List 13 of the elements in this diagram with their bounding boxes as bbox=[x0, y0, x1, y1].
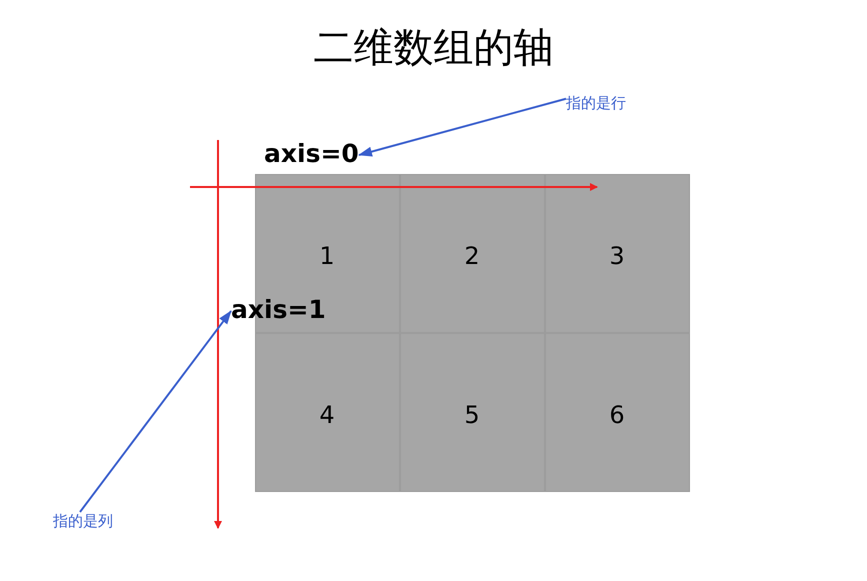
cell-value: 4 bbox=[319, 400, 335, 431]
cell-value: 5 bbox=[464, 400, 480, 431]
note-text: 指的是行 bbox=[566, 94, 626, 113]
cell-value: 3 bbox=[609, 241, 625, 272]
leader-arrow bbox=[79, 310, 232, 513]
title: 二维数组的轴 bbox=[314, 24, 554, 73]
cell-value: 1 bbox=[319, 241, 335, 272]
axis-label: axis=1 bbox=[231, 294, 326, 326]
cell-value: 2 bbox=[464, 241, 480, 272]
cell-value: 6 bbox=[609, 400, 625, 431]
axis-label: axis=0 bbox=[264, 138, 359, 170]
note-text: 指的是列 bbox=[53, 512, 113, 531]
leader-arrow bbox=[358, 98, 566, 156]
